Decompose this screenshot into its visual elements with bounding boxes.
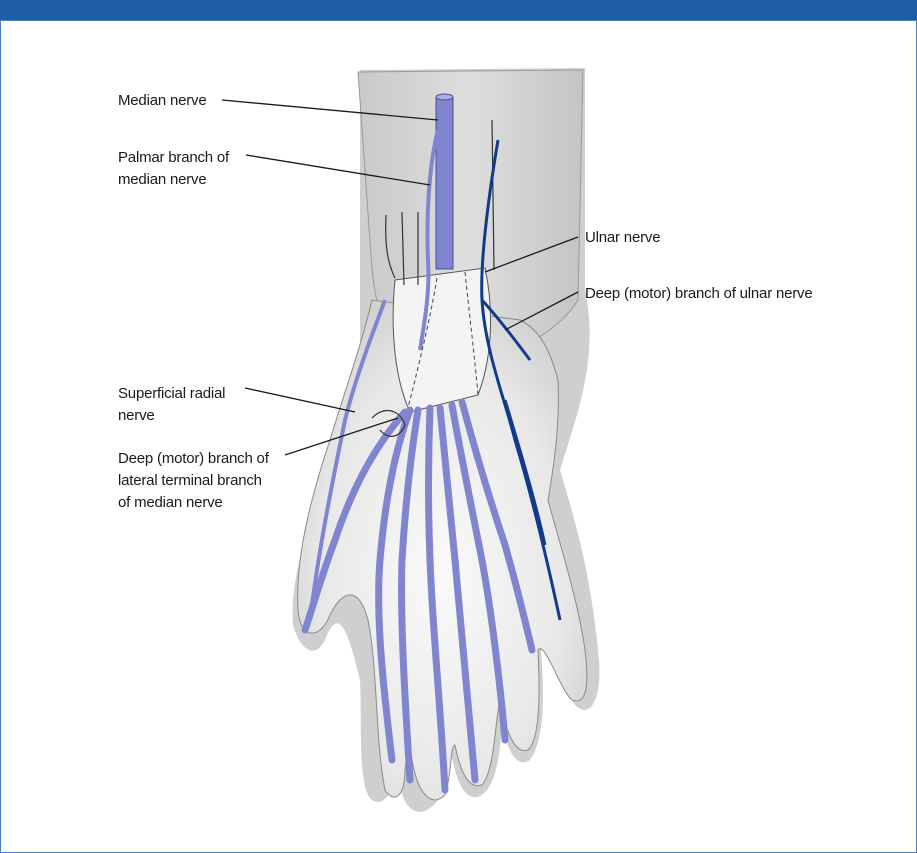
label-deep-motor-branch-of-ulnar-nerve: Deep (motor) branch of ulnar nerve — [585, 283, 812, 305]
label-ulnar-nerve: Ulnar nerve — [585, 227, 660, 249]
label-palmar-branch-of-median-nerve: Palmar branch of median nerve — [118, 147, 229, 191]
flexor-retinaculum — [393, 268, 490, 412]
label-deep-motor-branch-of-median-nerve: Deep (motor) branch of lateral terminal … — [118, 448, 269, 514]
median-nerve-trunk — [436, 94, 453, 269]
label-median-nerve: Median nerve — [118, 90, 207, 112]
label-superficial-radial-nerve: Superficial radial nerve — [118, 383, 225, 427]
